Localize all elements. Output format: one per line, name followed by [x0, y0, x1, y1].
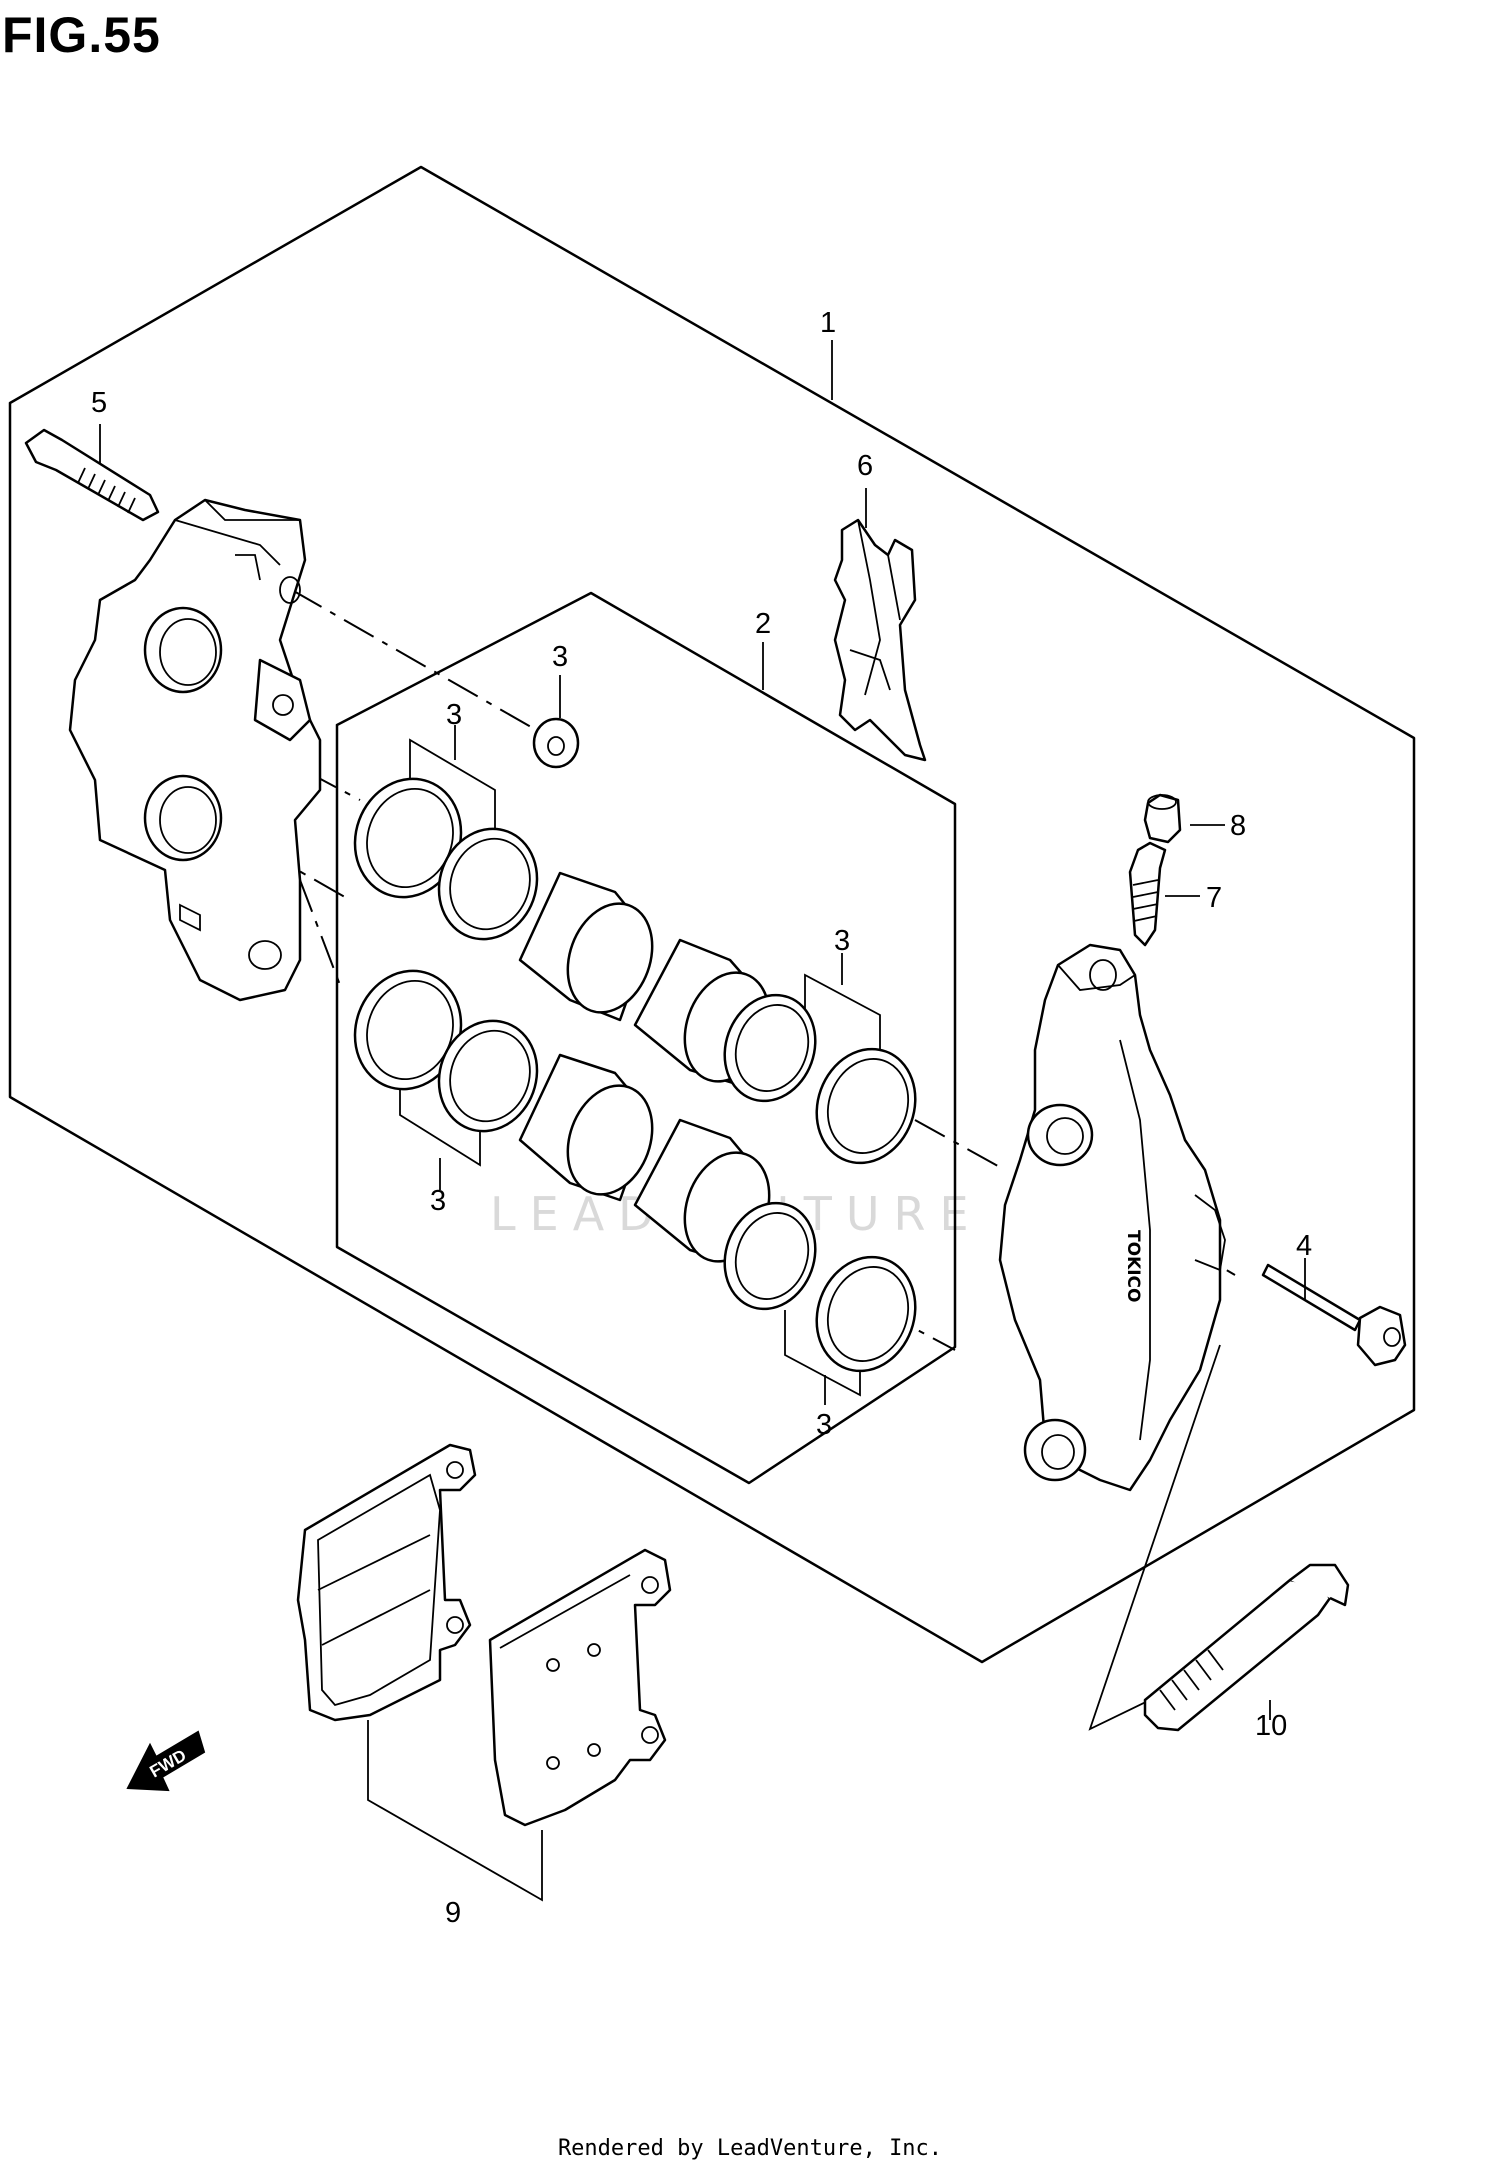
callout-4: 4 — [1296, 1230, 1312, 1262]
callout-9: 9 — [445, 1897, 461, 1929]
seal-bracket-upper-right — [804, 973, 881, 1055]
washer-3 — [532, 717, 580, 769]
piston-set-box-2 — [335, 591, 957, 1485]
assembly-box-1 — [8, 165, 1416, 1664]
callout-8: 8 — [1230, 810, 1246, 842]
callout-3-washer: 3 — [552, 641, 568, 673]
caliper-brand-mark: TOKICO — [1123, 1230, 1143, 1302]
callout-7: 7 — [1206, 882, 1222, 914]
caliper-bolt-5 — [24, 428, 160, 522]
callout-10: 10 — [1255, 1710, 1287, 1742]
left-caliper-half — [68, 498, 322, 1002]
callout-3-upper-right: 3 — [834, 925, 850, 957]
render-credit: Rendered by LeadVenture, Inc. — [557, 2136, 943, 2161]
seal-bracket-upper-left — [409, 738, 496, 850]
mounting-bolt-10 — [1143, 1563, 1350, 1732]
leader-lines — [99, 340, 1306, 1720]
bolt-10-bracket — [1088, 1344, 1221, 1731]
figure-title: FIG.55 — [2, 7, 161, 63]
piston-seals-lower-left — [353, 969, 539, 1133]
callout-3-lower-right: 3 — [816, 1409, 832, 1441]
callout-3-lower-left: 3 — [430, 1185, 446, 1217]
callout-2: 2 — [755, 608, 771, 640]
callout-6: 6 — [857, 450, 873, 482]
caliper-bolt-4 — [1261, 1263, 1407, 1367]
pad-spring-6 — [833, 518, 927, 762]
brake-pad-right — [488, 1548, 672, 1827]
bleeder-cap-8 — [1143, 793, 1182, 844]
pad-bracket-9 — [367, 1720, 543, 1902]
callout-3-upper-left: 3 — [446, 699, 462, 731]
fwd-arrow: FWD — [126, 1730, 206, 1792]
piston-seals-right — [723, 993, 917, 1373]
callout-5: 5 — [91, 387, 107, 419]
callout-1: 1 — [820, 307, 836, 339]
piston-seals-upper-left — [353, 777, 539, 941]
right-caliper-half: TOKICO — [998, 943, 1226, 1492]
bleeder-valve-7 — [1128, 841, 1167, 947]
brake-pad-left — [296, 1443, 477, 1722]
